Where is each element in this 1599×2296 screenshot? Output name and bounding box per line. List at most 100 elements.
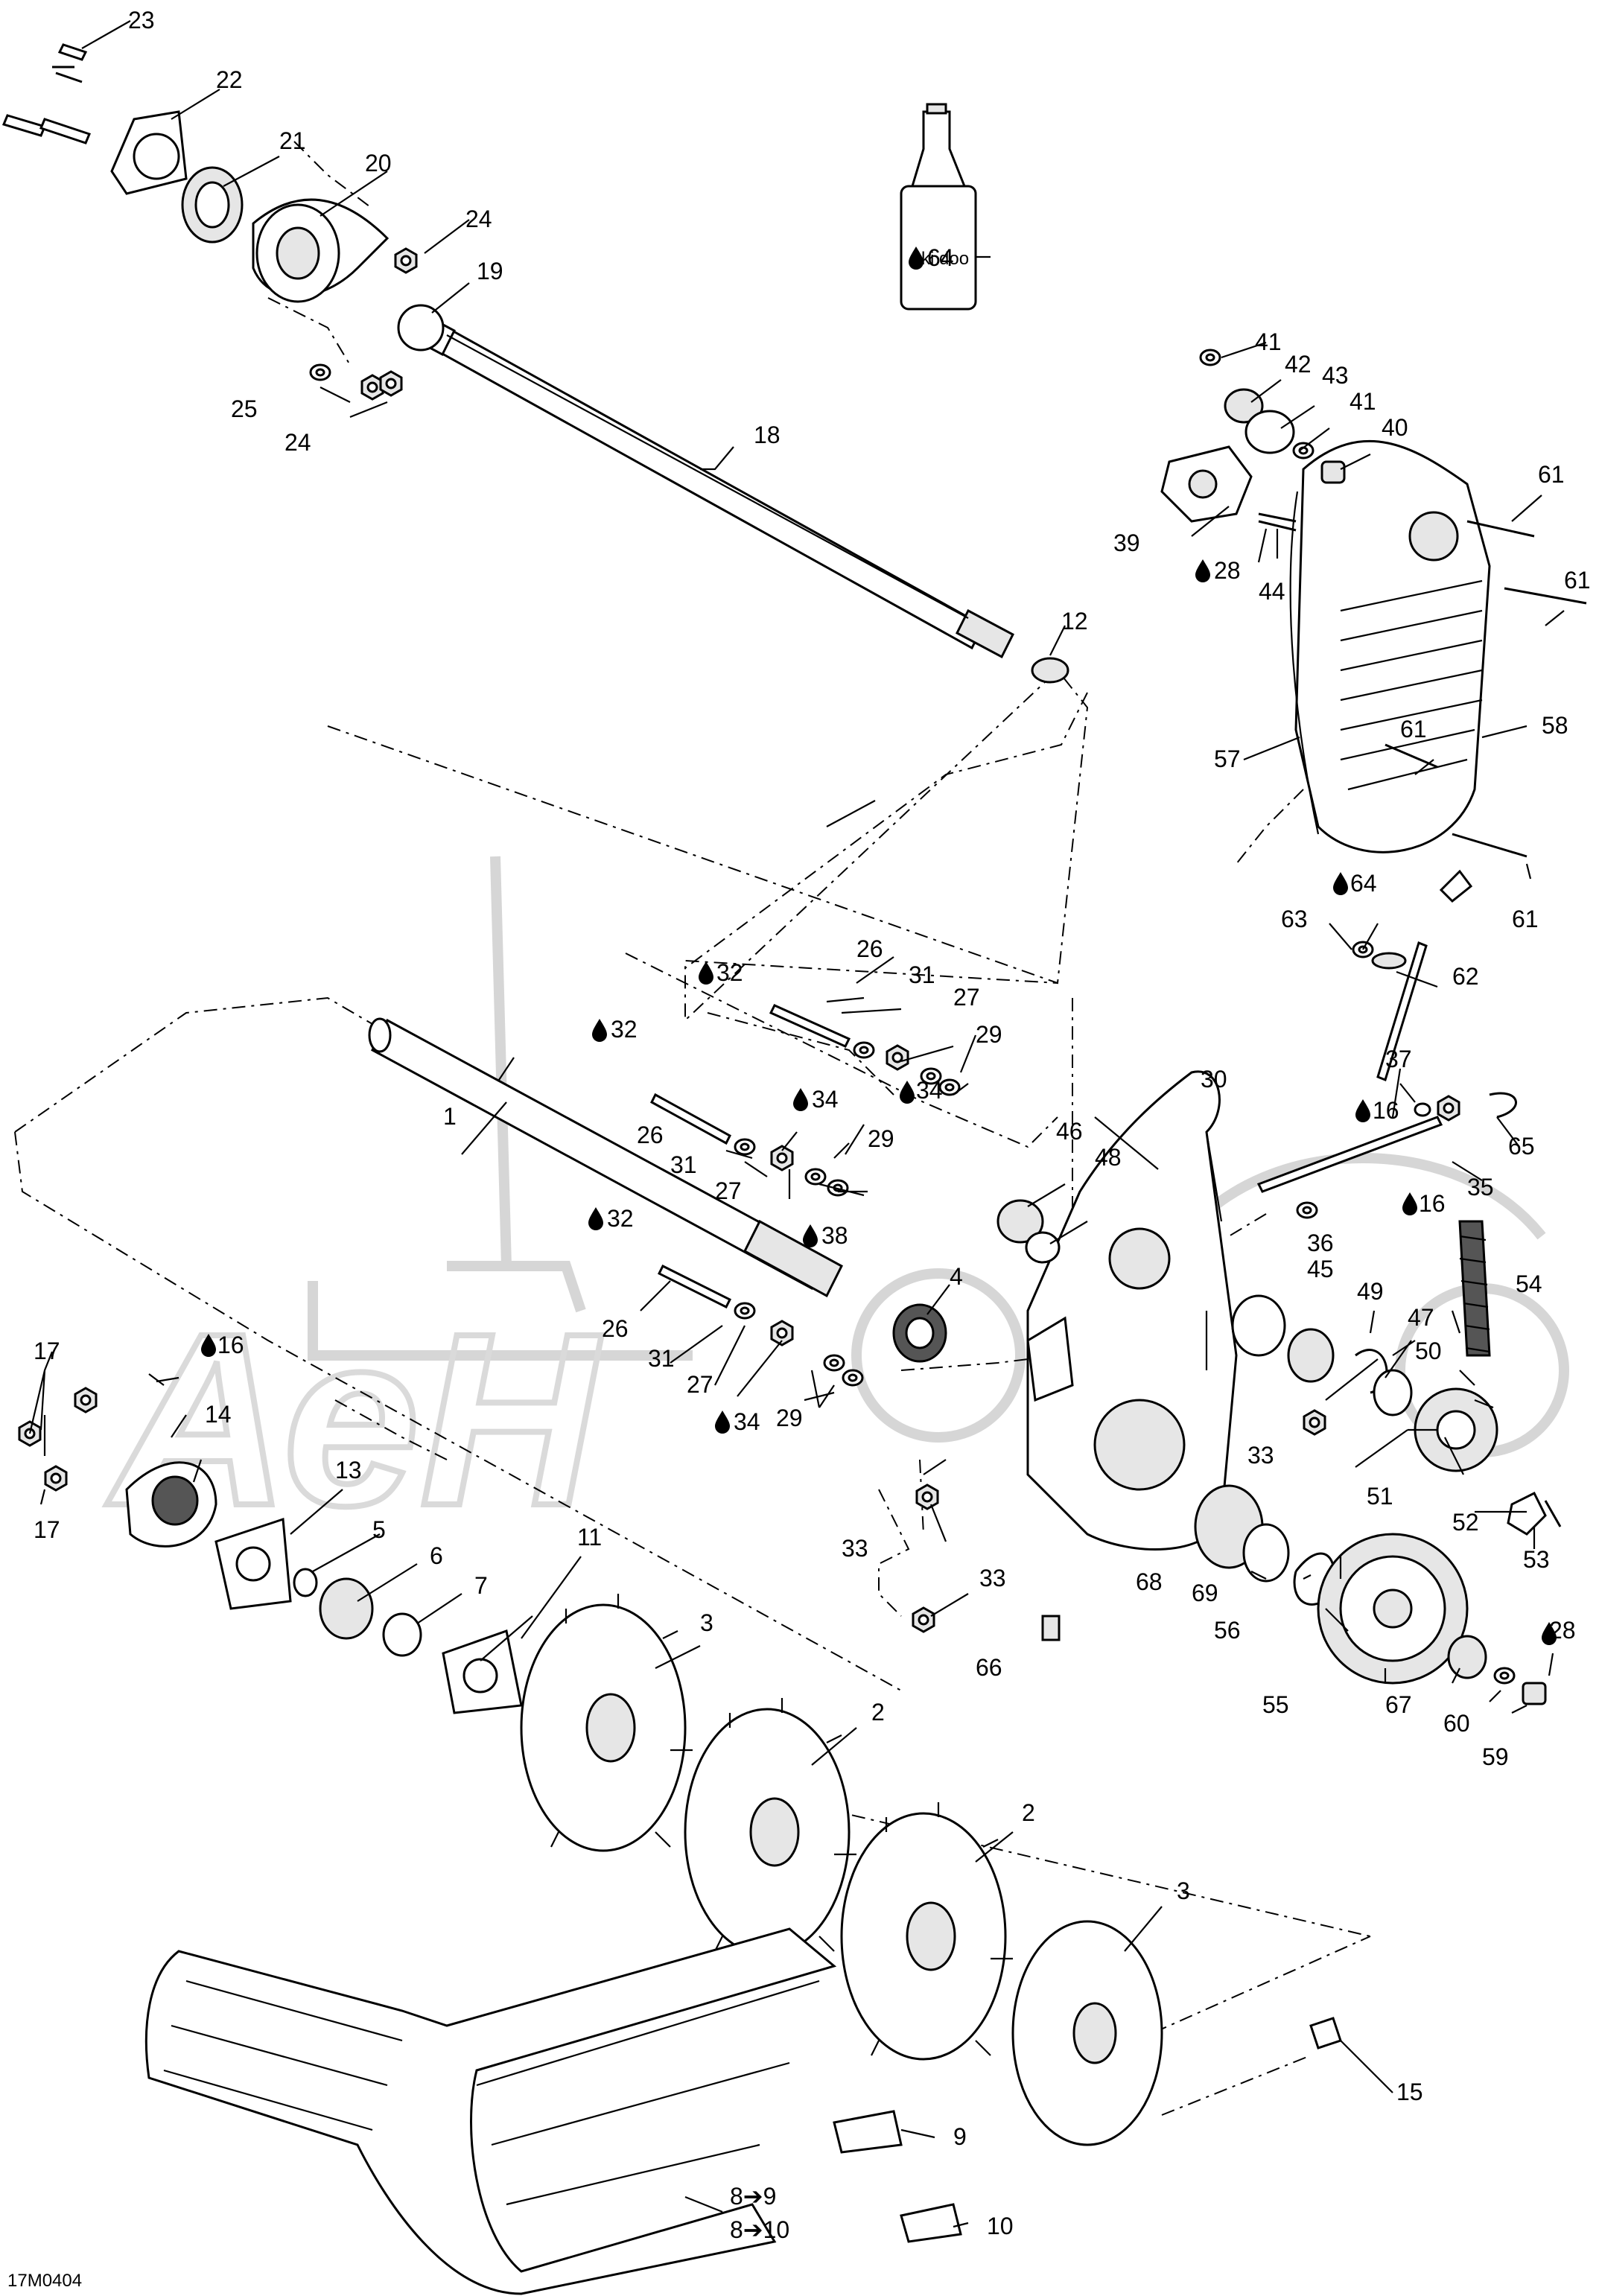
mounting-hardware	[650, 1004, 961, 1387]
label: 2	[1022, 1799, 1035, 1826]
label: 54	[1516, 1271, 1542, 1297]
label: 31	[670, 1151, 697, 1178]
part-number-labels: 23 22 21 20 24 19 25 24 18 12 64 41 42 4…	[7, 7, 1591, 2291]
label: 2	[871, 1699, 885, 1726]
label: 34	[916, 1077, 943, 1104]
label: 39	[1113, 530, 1140, 556]
label: 13	[335, 1457, 362, 1484]
label: 57	[1214, 745, 1241, 772]
label: 63	[1281, 906, 1308, 932]
label: 10	[987, 2213, 1014, 2239]
label: 16	[1373, 1097, 1399, 1124]
label: 52	[1452, 1509, 1479, 1536]
label: 61	[1512, 906, 1539, 932]
label: 65	[1508, 1133, 1535, 1160]
label: 62	[1452, 963, 1479, 990]
label: 24	[465, 206, 492, 232]
label: 34	[734, 1408, 760, 1435]
label: 26	[637, 1122, 664, 1148]
label: 26	[602, 1315, 629, 1342]
label: 44	[1259, 578, 1285, 605]
label: 3	[700, 1609, 713, 1636]
label: 1	[443, 1103, 457, 1130]
label: 29	[868, 1125, 894, 1152]
bushing-46-48	[996, 1199, 1061, 1264]
label: 51	[1367, 1483, 1393, 1510]
label: 14	[205, 1401, 232, 1428]
label: 3	[1177, 1877, 1190, 1904]
label: 26	[856, 935, 883, 962]
shaft-bearing-parts	[18, 1303, 1342, 2049]
label: 17	[34, 1516, 60, 1543]
drive-shaft-upper	[419, 317, 1014, 659]
label: 11	[577, 1524, 602, 1551]
label: 56	[1214, 1617, 1241, 1644]
label: 24	[284, 429, 311, 456]
label: 41	[1255, 328, 1282, 355]
spring-54	[1458, 1220, 1491, 1357]
bearing-housing-group	[1, 43, 445, 401]
label: 32	[611, 1016, 638, 1043]
label: 9	[953, 2123, 967, 2150]
chaincase-cover	[1160, 349, 1587, 858]
label: 55	[1262, 1691, 1289, 1718]
label: 41	[1350, 388, 1376, 415]
label: 16	[217, 1332, 244, 1358]
label: 53	[1523, 1546, 1550, 1573]
drive-sprockets	[520, 1594, 1163, 2146]
label: 27	[953, 984, 980, 1011]
label: 40	[1382, 414, 1408, 441]
label: 30	[1201, 1066, 1227, 1093]
label: 12	[1061, 608, 1088, 635]
label: 33	[979, 1565, 1006, 1591]
label: 18	[754, 422, 781, 448]
label: 5	[372, 1516, 386, 1543]
label: 36	[1307, 1230, 1334, 1256]
label: 31	[909, 961, 935, 988]
label: 34	[812, 1086, 839, 1113]
diagram-code: 17M0404	[7, 2271, 82, 2291]
label: 47	[1408, 1304, 1434, 1331]
label: 61	[1400, 716, 1427, 742]
label: 67	[1385, 1691, 1412, 1718]
label: 42	[1285, 351, 1312, 378]
track-belt	[144, 1927, 837, 2295]
lubricant-bottle: ski doo	[900, 103, 977, 311]
label: 48	[1095, 1144, 1122, 1171]
dipstick	[1352, 869, 1473, 1081]
watermark: АеН	[101, 856, 1569, 1559]
label: 29	[976, 1021, 1002, 1048]
label: 69	[1192, 1580, 1218, 1606]
label: 33	[842, 1535, 868, 1562]
label: 31	[648, 1345, 675, 1372]
label: 49	[1357, 1278, 1384, 1305]
label: 66	[976, 1654, 1002, 1681]
label: 6	[430, 1542, 443, 1569]
label: 27	[715, 1177, 742, 1204]
label: 25	[231, 395, 258, 422]
chaincase-housing	[1026, 1070, 1238, 1551]
label: 60	[1443, 1710, 1470, 1737]
label: 35	[1467, 1174, 1494, 1201]
label: 19	[477, 258, 503, 284]
label: 28	[1549, 1617, 1576, 1644]
label: 20	[365, 150, 392, 177]
label: 28	[1214, 557, 1241, 584]
label: 17	[34, 1338, 60, 1364]
label: 68	[1136, 1568, 1163, 1595]
label: 23	[128, 7, 155, 34]
label: 43	[1322, 362, 1349, 389]
label: 38	[821, 1222, 848, 1249]
label: 61	[1564, 567, 1591, 594]
label: 50	[1415, 1338, 1442, 1364]
label: 64	[1350, 870, 1377, 897]
label: 21	[279, 127, 306, 154]
label: 59	[1482, 1743, 1509, 1770]
label: 46	[1056, 1118, 1083, 1145]
label: 37	[1385, 1046, 1412, 1072]
label: 27	[687, 1371, 713, 1398]
label: 33	[1247, 1442, 1274, 1469]
label: 58	[1542, 712, 1568, 739]
label: 22	[216, 66, 243, 93]
